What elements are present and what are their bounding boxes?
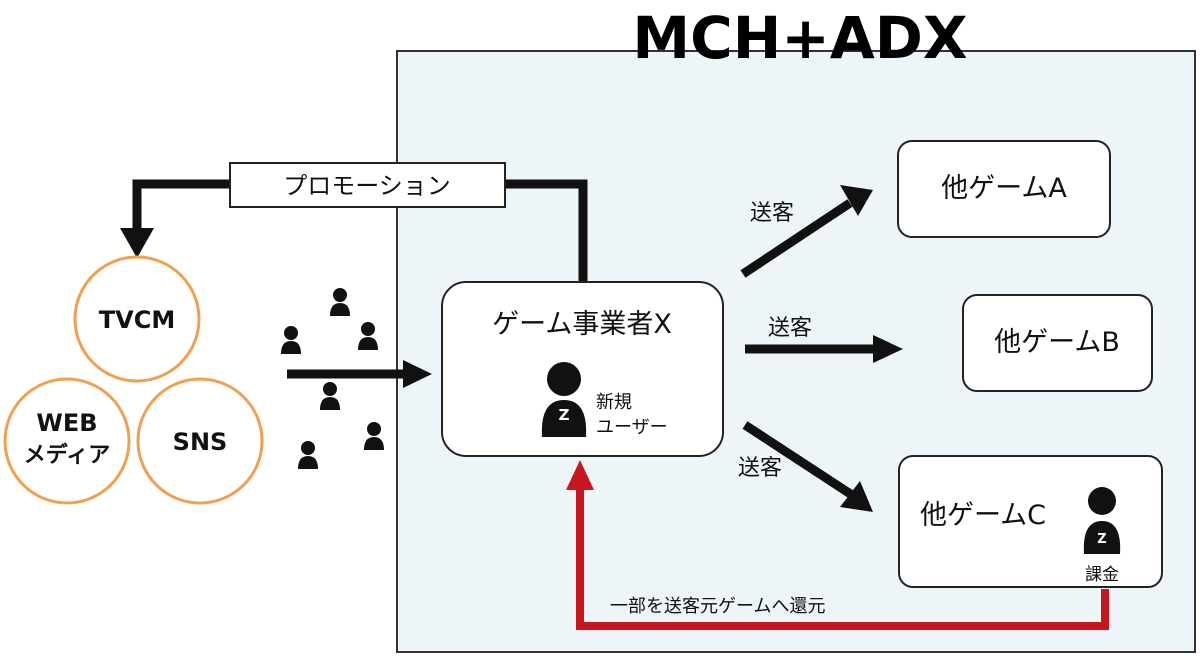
paying-user-badge: Z bbox=[1097, 532, 1106, 547]
operator-x-box bbox=[441, 281, 724, 457]
people-icon bbox=[298, 441, 318, 469]
send-label-a: 送客 bbox=[750, 201, 794, 226]
operator-x-title: ゲーム事業者X bbox=[492, 309, 672, 340]
sns-label: SNS bbox=[173, 428, 228, 456]
media-sns: SNS bbox=[136, 377, 264, 505]
send-arrow-a-shaft bbox=[740, 199, 853, 278]
send-label-c: 送客 bbox=[738, 456, 782, 481]
new-user-icon: Z bbox=[541, 362, 587, 437]
return-line bbox=[576, 490, 1109, 630]
people-icon bbox=[320, 382, 340, 410]
send-arrow-a-head bbox=[840, 185, 873, 216]
new-user-label-line1: 新規 bbox=[596, 392, 632, 413]
media-tvcm: TVCM bbox=[73, 255, 201, 383]
web-label-line2: メディア bbox=[24, 442, 110, 468]
game-b-box bbox=[962, 294, 1153, 392]
game-c-label: 他ゲームC bbox=[920, 500, 1046, 531]
promotion-label: プロモーション bbox=[283, 172, 451, 200]
game-a-box bbox=[897, 140, 1111, 238]
media-web: WEB メディア bbox=[3, 377, 131, 505]
diagram-title: MCH+ADX bbox=[632, 4, 967, 72]
inflow-arrowhead bbox=[403, 360, 432, 388]
send-arrow-b-head bbox=[873, 335, 903, 363]
paying-label: 課金 bbox=[1085, 565, 1119, 585]
game-a-label: 他ゲームA bbox=[941, 173, 1067, 204]
send-label-b: 送客 bbox=[768, 316, 812, 341]
game-b-label: 他ゲームB bbox=[994, 327, 1120, 358]
send-arrow-c-head bbox=[840, 481, 873, 512]
return-arrowhead bbox=[566, 460, 594, 490]
people-icon bbox=[358, 322, 378, 350]
paying-user-icon: Z bbox=[1083, 487, 1121, 554]
new-user-badge: Z bbox=[559, 406, 570, 424]
promotion-label-box bbox=[229, 162, 506, 208]
people-icon bbox=[281, 326, 301, 354]
return-label: 一部を送客元ゲームへ還元 bbox=[610, 596, 825, 617]
tvcm-label: TVCM bbox=[99, 306, 175, 334]
people-icon bbox=[364, 422, 384, 450]
new-user-label-line2: ユーザー bbox=[596, 417, 668, 438]
people-icon bbox=[330, 288, 350, 316]
web-label-line1: WEB bbox=[36, 409, 97, 437]
send-arrow-c-shaft bbox=[742, 421, 855, 499]
promotion-arrowhead bbox=[120, 228, 154, 258]
